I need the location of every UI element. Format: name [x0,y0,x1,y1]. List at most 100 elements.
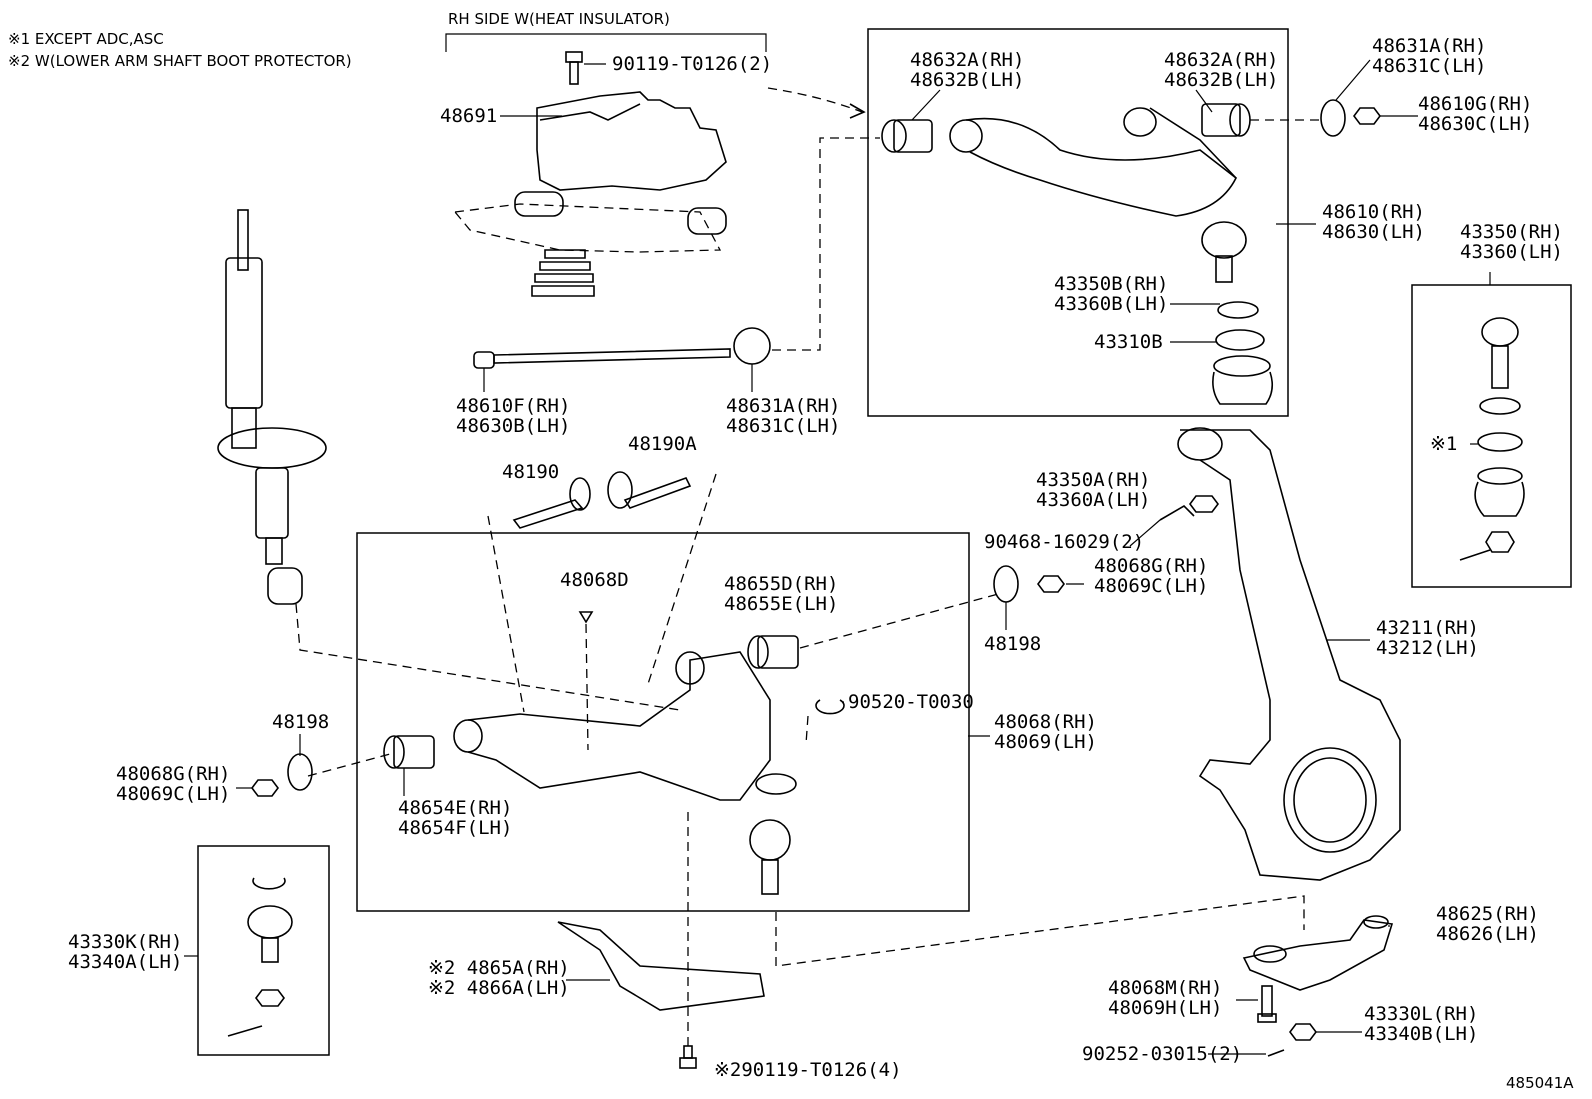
label-48630c: 48630C(LH) [1418,113,1532,135]
bolt-90119-bottom [679,1045,697,1069]
label-48068d: 48068D [560,569,629,591]
label-48691: 48691 [440,105,497,127]
label-48198-left: 48198 [272,711,329,733]
upper-arm-box [867,28,1289,417]
bolt-48068m [1257,985,1277,1023]
label-48631c-top: 48631C(LH) [1372,55,1486,77]
figure-id: 485041A [1506,1074,1574,1092]
label-48632a-left: 48632A(RH) [910,49,1024,71]
label-48610g: 48610G(RH) [1418,93,1532,115]
washer-48198-right [993,565,1019,603]
snap-ring-90520 [815,699,845,715]
label-48654e: 48654E(RH) [398,797,512,819]
rh-side-bracket [445,33,767,52]
label-48068g-right: 48068G(RH) [1094,555,1208,577]
label-48198-right: 48198 [984,633,1041,655]
label-48069: 48069(LH) [994,731,1097,753]
label-48068g-left: 48068G(RH) [116,763,230,785]
label-48655d: 48655D(RH) [724,573,838,595]
label-43350a: 43350A(RH) [1036,469,1150,491]
ring-43310b [1215,329,1265,351]
grease-nipple-48068d [578,611,594,624]
label-48625: 48625(RH) [1436,903,1539,925]
dash-nipple [585,623,589,751]
washer-48198-left [287,753,313,791]
label-90119-bottom: ※290119-T0126(4) [714,1059,902,1081]
cam-bolt-48190 [512,477,591,529]
label-48631c-mid: 48631C(LH) [726,415,840,437]
label-43360b: 43360B(LH) [1054,293,1168,315]
upper-arm-48610 [949,107,1238,217]
rh-side-note: RH SIDE W(HEAT INSULATOR) [448,10,670,28]
note-2: ※2 W(LOWER ARM SHAFT BOOT PROTECTOR) [8,52,352,70]
label-48632b-left: 48632B(LH) [910,69,1024,91]
lower-arm-box [356,532,970,912]
ball-joint-43330k [227,877,293,1037]
dash-bushing-right [799,593,999,649]
label-43350: 43350(RH) [1460,221,1563,243]
long-bolt-48610f [473,348,731,369]
bolt-90119-top [565,51,583,85]
label-43340a: 43340A(LH) [68,951,182,973]
dash-cam-bolts [487,473,717,713]
dash-snap-ring [805,715,809,745]
label-48190: 48190 [502,461,559,483]
label-90119-top: 90119-T0126(2) [612,53,772,75]
label-4866a: ※2 4866A(LH) [428,977,570,999]
lower-arm-48068 [453,651,797,801]
cotter-pin-90252 [1267,1049,1285,1057]
label-48654f: 48654F(LH) [398,817,512,839]
bracket-48625 [1242,915,1394,991]
label-43330l: 43330L(RH) [1364,1003,1478,1025]
dash-bushing-left [307,753,391,777]
label-mark1: ※1 [1430,433,1457,455]
label-48610f: 48610F(RH) [456,395,570,417]
nut-43330l [1289,1023,1317,1041]
label-43360: 43360(LH) [1460,241,1563,263]
bushing-48654e [383,735,435,769]
dash-bracket [775,895,1305,967]
leader-90468 [1129,519,1161,547]
upper-arm-ghost [453,191,727,297]
boot-upper [1212,355,1274,405]
cam-bolt-48190a [607,471,692,509]
label-48069c-right: 48069C(LH) [1094,575,1208,597]
label-43330k: 43330K(RH) [68,931,182,953]
label-48069c-left: 48069C(LH) [116,783,230,805]
leader-48631a-top [1335,59,1371,101]
steering-knuckle-43211 [1177,427,1401,881]
label-48626: 48626(LH) [1436,923,1539,945]
ball-joint-lower [749,819,791,895]
boot-protector-4865a [557,921,765,1011]
dash-washer-upper [772,137,880,351]
nut-43350a [1189,495,1219,513]
arrow-line [767,87,863,113]
label-48068m: 48068M(RH) [1108,977,1222,999]
washer-48631a-top [1320,99,1346,137]
label-48190a: 48190A [628,433,697,455]
label-48610: 48610(RH) [1322,201,1425,223]
bushing-48632-left [881,119,933,153]
snap-ring-43350b [1217,301,1259,319]
label-90252: 90252-03015(2) [1082,1043,1242,1065]
heat-insulator-48691 [536,91,727,191]
label-43350b: 43350B(RH) [1054,273,1168,295]
leader-48632-left [911,89,941,121]
leader-48632-right [1195,89,1213,113]
ball-joint-43350 [1459,317,1525,561]
arrow-head [849,103,866,119]
label-48631a-top: 48631A(RH) [1372,35,1486,57]
label-90468: 90468-16029(2) [984,531,1144,553]
ball-joint-box-right [1411,284,1572,588]
label-48630: 48630(LH) [1322,221,1425,243]
bushing-48655d [747,635,799,669]
nut-48068g-left [251,779,279,797]
nut-48610g [1353,107,1381,125]
dash-shock [295,603,681,711]
label-48068: 48068(RH) [994,711,1097,733]
label-48632b-right: 48632B(LH) [1164,69,1278,91]
label-43212: 43212(LH) [1376,637,1479,659]
ball-joint-box-left [197,845,330,1056]
